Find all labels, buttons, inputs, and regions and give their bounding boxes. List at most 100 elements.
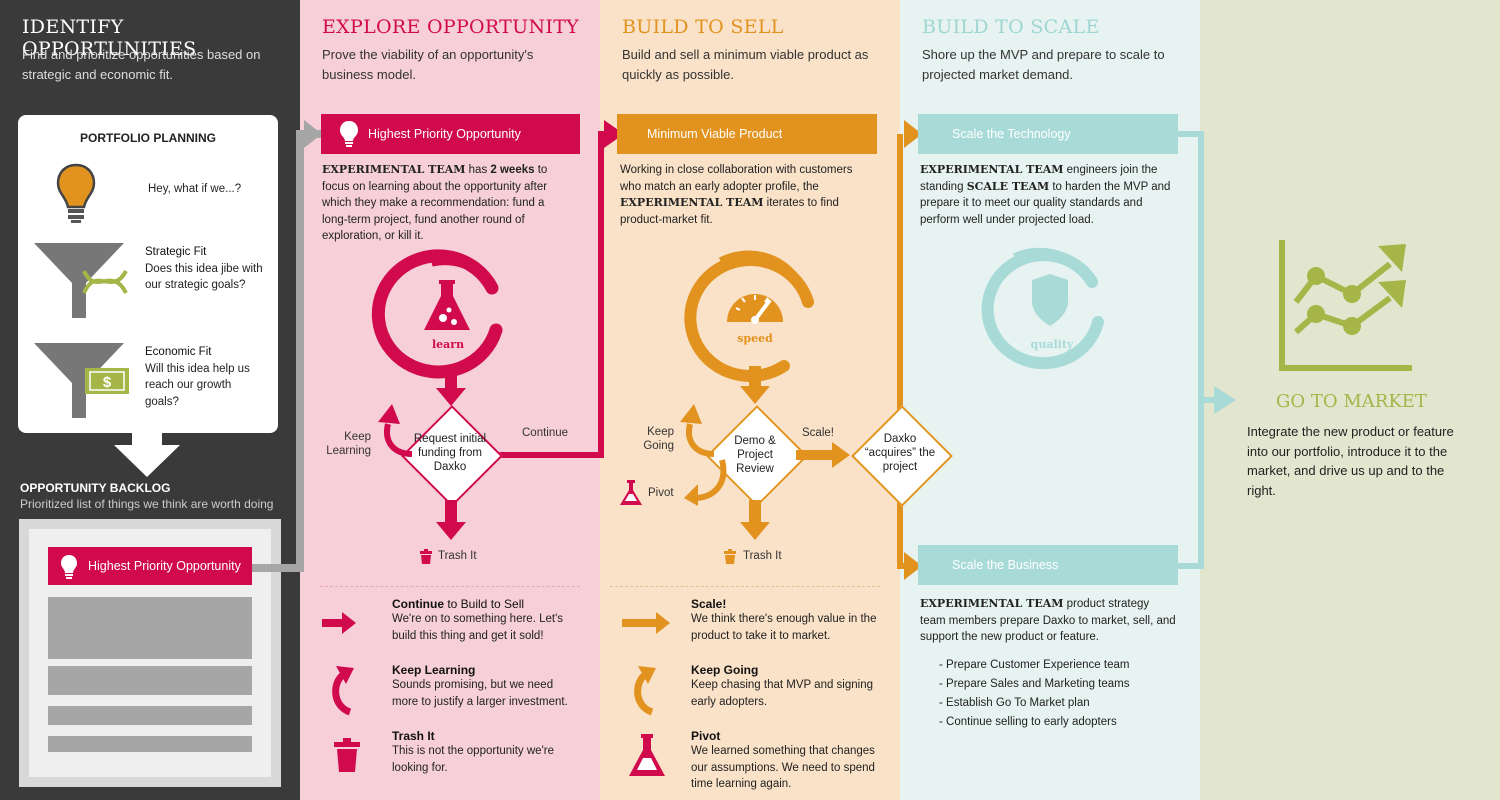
right-arrow-icon	[322, 612, 356, 634]
explore-divider	[320, 586, 580, 587]
backlog-title: OPPORTUNITY BACKLOG	[20, 481, 171, 495]
explore-body-b: to focus on learning about the opportuni…	[322, 164, 548, 242]
legend-pivot-text: We learned something that changes our as…	[691, 745, 875, 790]
scale-bullets: - Prepare Customer Experience team - Pre…	[939, 656, 1179, 732]
down-arrow-icon	[436, 372, 466, 406]
sell-subtitle: Build and sell a minimum viable product …	[622, 47, 869, 82]
legend-keep-going-text: Keep chasing that MVP and signing early …	[691, 679, 873, 708]
explore-body-a: has	[465, 164, 491, 176]
strategic-fit-text: Does this idea jibe with our strategic g…	[145, 262, 263, 292]
sell-title: BUILD TO SELL	[622, 16, 784, 38]
money-icon: $	[85, 368, 129, 394]
sell-body: Working in close collaboration with cust…	[620, 162, 868, 228]
bullet-item: - Continue selling to early adopters	[939, 716, 1117, 728]
explore-body-weeks: 2 weeks	[490, 164, 535, 176]
right-arrow-icon	[796, 442, 850, 468]
team-label: EXPERIMENTAL TEAM	[620, 196, 764, 209]
legend-keep-going: Keep Going Keep chasing that MVP and sig…	[691, 663, 881, 710]
explore-subtitle: Prove the viability of an opportunity's …	[322, 47, 534, 82]
scale-team-label: SCALE TEAM	[966, 179, 1050, 193]
down-arrow-icon	[740, 366, 770, 404]
pivot-label: Pivot	[648, 487, 674, 499]
loop-arrow-icon	[332, 666, 354, 716]
legend-continue: Continue to Build to Sell We're on to so…	[392, 597, 577, 644]
scale-biz-body: EXPERIMENTAL TEAM product strategy team …	[920, 596, 1176, 646]
legend-pivot-title: Pivot	[691, 729, 721, 743]
right-arrow-icon	[622, 612, 670, 634]
bullet-item: - Establish Go To Market plan	[939, 697, 1090, 709]
funnel-icon	[34, 243, 124, 318]
scale-subtitle: Shore up the MVP and prepare to scale to…	[922, 47, 1165, 82]
market-column: GO TO MARKET Integrate the new product o…	[1200, 0, 1500, 800]
strategic-fit-title: Strategic Fit	[145, 246, 207, 258]
trash-label: Trash It	[438, 550, 477, 562]
scale-biz-b: product strategy team members prepare Da…	[920, 598, 1176, 643]
scale-biz-banner-label: Scale the Business	[952, 558, 1059, 572]
scale-tech-banner-label: Scale the Technology	[952, 127, 1071, 141]
identify-subtitle: Find and prioritize opportunities based …	[22, 47, 261, 82]
identify-column: IDENTIFY OPPORTUNITIES Find and prioriti…	[0, 0, 300, 800]
list-item	[48, 736, 252, 752]
continue-label: Continue	[522, 427, 569, 439]
explore-banner[interactable]: Highest Priority Opportunity	[321, 114, 580, 154]
explore-decision-text: Request initial funding from Daxko	[413, 433, 487, 473]
backlog-subtitle: Prioritized list of things we think are …	[20, 497, 274, 511]
speed-label: speed	[737, 332, 773, 345]
identify-title: IDENTIFY OPPORTUNITIES	[22, 16, 197, 60]
scale-biz-banner[interactable]: Scale the Business	[918, 545, 1178, 585]
sell-legend: Scale! We think there's enough value in …	[600, 594, 900, 794]
scale-tech-body: EXPERIMENTAL TEAM engineers join the sta…	[920, 162, 1176, 228]
team-label: EXPERIMENTAL TEAM	[920, 163, 1064, 176]
down-arrow-icon	[740, 500, 770, 540]
explore-legend: Continue to Build to Sell We're on to so…	[300, 594, 600, 794]
trash-icon	[420, 549, 432, 564]
list-item	[48, 706, 252, 725]
flask-icon	[620, 480, 642, 505]
sell-decision-text: Demo & Project Review	[734, 435, 776, 475]
mvp-banner-label: Minimum Viable Product	[647, 127, 783, 141]
down-arrow-icon	[436, 500, 466, 540]
lightbulb-icon	[340, 121, 358, 147]
legend-trash: Trash It This is not the opportunity we'…	[392, 729, 577, 776]
dna-icon	[82, 269, 128, 294]
learn-label: learn	[432, 338, 465, 351]
lightbulb-icon	[56, 163, 96, 223]
explore-title: EXPLORE OPPORTUNITY	[322, 16, 580, 38]
backlog-top-item[interactable]: Highest Priority Opportunity	[48, 547, 252, 585]
legend-scale: Scale! We think there's enough value in …	[691, 597, 881, 644]
learn-circle	[371, 249, 503, 379]
svg-text:$: $	[103, 374, 112, 391]
quality-circle	[981, 247, 1104, 370]
legend-keep-learning: Keep Learning Sounds promising, but we n…	[392, 663, 577, 710]
strategic-fit: Strategic Fit Does this idea jibe with o…	[145, 244, 265, 294]
legend-pivot: Pivot We learned something that changes …	[691, 729, 881, 793]
list-item	[48, 666, 252, 695]
acquire-decision-text: Daxko “acquires” the project	[864, 433, 936, 473]
explore-banner-label: Highest Priority Opportunity	[368, 127, 521, 141]
speed-circle	[684, 250, 814, 382]
legend-keep-learning-title: Keep Learning	[392, 663, 476, 677]
legend-scale-title: Scale!	[691, 597, 727, 611]
economic-fit-title: Economic Fit	[145, 346, 212, 358]
legend-continue-title-rest: to Build to Sell	[444, 597, 525, 611]
growth-chart-icon	[1279, 240, 1412, 371]
legend-trash-text: This is not the opportunity we're lookin…	[392, 745, 554, 774]
sell-divider	[610, 586, 880, 587]
funnel-icon	[34, 343, 124, 418]
explore-body: EXPERIMENTAL TEAM has 2 weeks to focus o…	[322, 162, 562, 245]
market-title: GO TO MARKET	[1276, 391, 1427, 412]
bullet-item: - Prepare Sales and Marketing teams	[939, 678, 1130, 690]
quality-label: quality	[1030, 338, 1074, 351]
scale-label: Scale!	[802, 427, 834, 439]
mvp-banner[interactable]: Minimum Viable Product	[617, 114, 877, 154]
keep-learning-label: Keep Learning	[326, 431, 371, 457]
scale-tech-b: to harden the MVP and prepare it to meet…	[920, 180, 1171, 226]
economic-fit-text: Will this idea help us reach our growth …	[145, 362, 250, 408]
market-text: Integrate the new product or feature int…	[1247, 424, 1454, 498]
idea-text: Hey, what if we...?	[148, 183, 242, 195]
sell-trash-label: Trash It	[743, 550, 782, 562]
scale-tech-banner[interactable]: Scale the Technology	[918, 114, 1178, 154]
down-arrow-icon	[114, 433, 180, 477]
scale-tech-a: engineers join the standing	[920, 164, 1158, 193]
